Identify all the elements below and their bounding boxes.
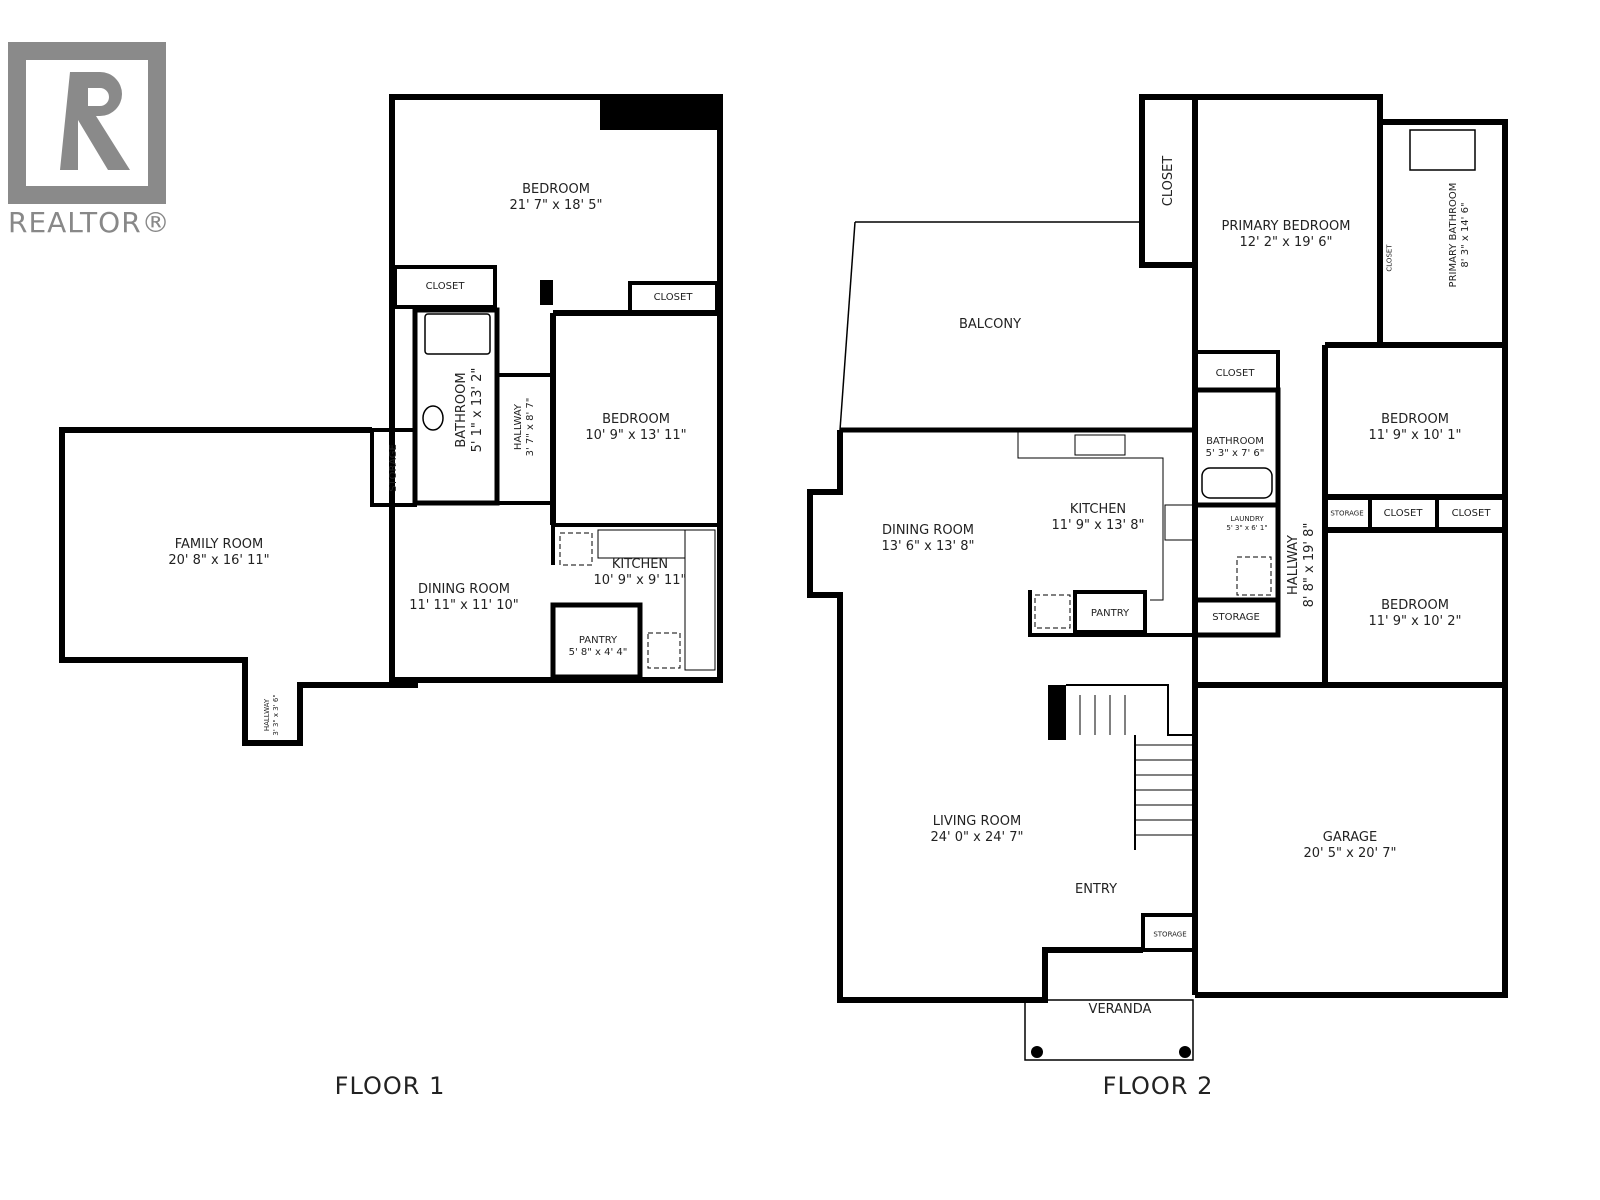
room-entry: ENTRY [1074,882,1118,897]
room-closet-c: CLOSET [1215,368,1255,379]
room-closet-1: CLOSET [425,281,465,292]
floor1-walls [59,94,723,746]
room-closet-d: CLOSET [1383,508,1423,519]
room-balcony: BALCONY [958,317,1022,332]
room-storage-a: STORAGE [1330,509,1364,518]
realtor-logo-text: REALTOR® [8,206,171,239]
floor-1-title: FLOOR 1 [334,1072,446,1100]
room-veranda: VERANDA [1088,1002,1152,1017]
room-storage-b: STORAGE [1212,612,1260,623]
room-pantry-2: PANTRY [1090,608,1130,619]
realtor-logo [8,42,166,204]
floor-2-title: FLOOR 2 [1102,1072,1214,1100]
room-closet-a: CLOSET [1161,155,1176,207]
floor2-walls [807,94,1508,1061]
room-closet-2: CLOSET [653,292,693,303]
room-storage-c: STORAGE [1153,930,1187,939]
room-closet-e: CLOSET [1451,508,1491,519]
room-closet-b: CLOSET [1385,244,1394,272]
room-storage: STORAGE [388,444,399,492]
